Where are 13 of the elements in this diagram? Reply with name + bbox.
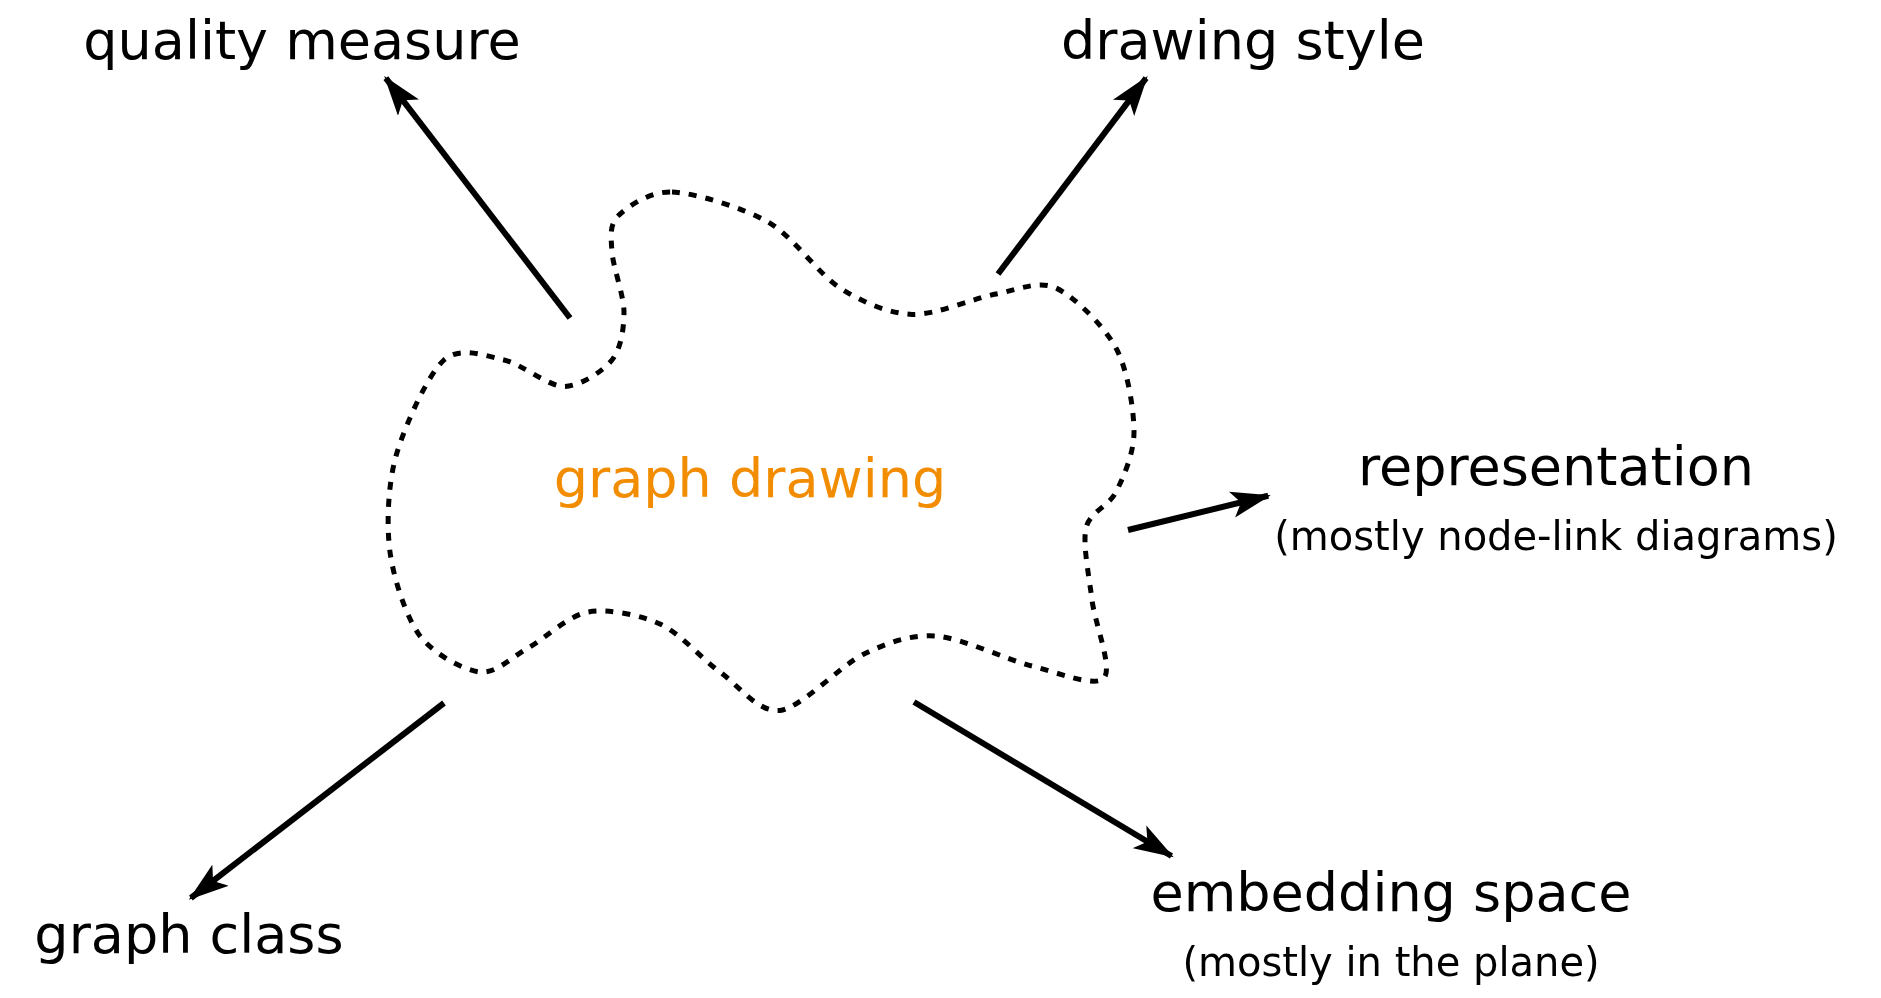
arrow <box>188 700 446 901</box>
aspect-label: embedding space <box>1150 862 1632 925</box>
aspect-note: (mostly node-link diagrams) <box>1274 512 1838 561</box>
arrow <box>995 75 1149 276</box>
topic-label: graph drawing <box>553 446 947 510</box>
aspect-label: graph class <box>34 904 344 967</box>
aspect-label: drawing style <box>1061 10 1425 73</box>
arrow <box>383 76 573 320</box>
aspect-label: quality measure <box>83 10 521 73</box>
aspect-label: representation <box>1356 436 1755 499</box>
arrow <box>912 699 1174 859</box>
aspect-note: (mostly in the plane) <box>1181 938 1601 987</box>
arrow <box>1127 491 1271 533</box>
